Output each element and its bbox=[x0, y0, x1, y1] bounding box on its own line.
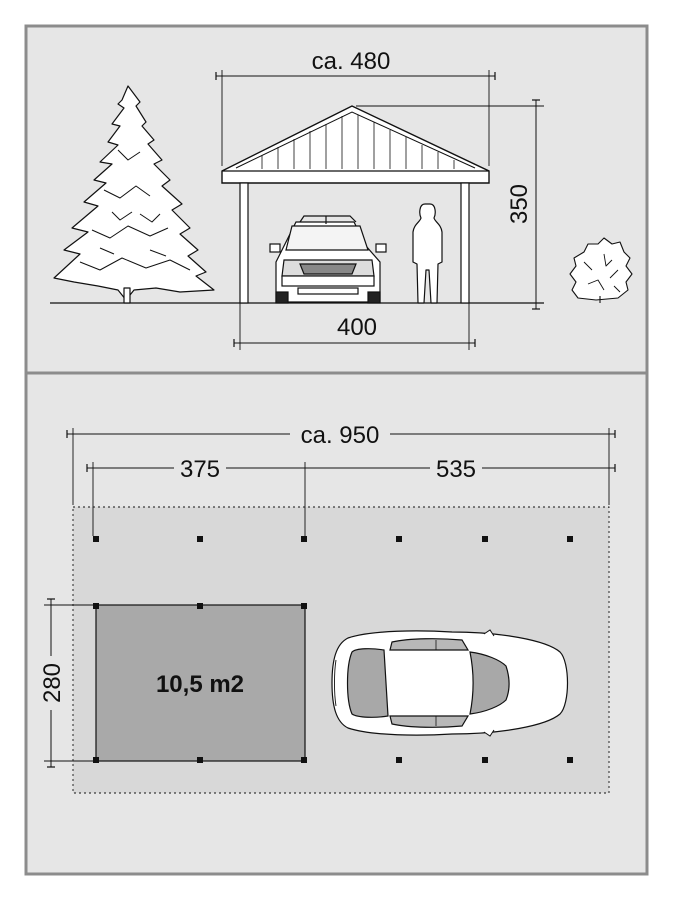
post-marker bbox=[197, 536, 203, 542]
bush-icon bbox=[569, 237, 633, 303]
car-top-view-icon bbox=[331, 629, 569, 737]
post-marker bbox=[93, 536, 99, 542]
dimension-total-length: ca. 950 bbox=[66, 421, 616, 505]
right-post bbox=[460, 182, 470, 304]
dimension-roof-width: ca. 480 bbox=[215, 46, 496, 166]
dimension-segment-lengths: 375 535 bbox=[86, 455, 616, 536]
dim-remaining-length-label: 535 bbox=[436, 456, 476, 483]
post-marker bbox=[93, 757, 99, 763]
post-marker bbox=[396, 536, 402, 542]
elevation-panel: ca. 480 350 400 bbox=[24, 24, 649, 375]
dim-post-span-label: 400 bbox=[337, 314, 377, 341]
post-markers bbox=[93, 536, 573, 763]
dim-width-label: 280 bbox=[39, 663, 66, 703]
dimension-post-span: 400 bbox=[233, 303, 476, 350]
post-marker bbox=[301, 757, 307, 763]
post-marker bbox=[93, 603, 99, 609]
post-marker bbox=[567, 757, 573, 763]
dimension-height: 350 bbox=[356, 99, 544, 310]
car-front-icon bbox=[269, 215, 387, 304]
dim-carport-length-label: 375 bbox=[180, 456, 220, 483]
post-marker bbox=[301, 603, 307, 609]
carport-elevation bbox=[221, 105, 490, 304]
dim-roof-width-label: ca. 480 bbox=[312, 48, 391, 75]
carport-footprint bbox=[95, 604, 306, 762]
post-marker bbox=[482, 757, 488, 763]
post-marker bbox=[567, 536, 573, 542]
plan-panel: 10,5 m2 bbox=[24, 371, 649, 876]
dim-total-length-label: ca. 950 bbox=[301, 422, 380, 449]
post-marker bbox=[396, 757, 402, 763]
area-label: 10,5 m2 bbox=[156, 671, 244, 698]
post-marker bbox=[482, 536, 488, 542]
post-marker bbox=[301, 536, 307, 542]
fir-tree-icon bbox=[53, 85, 215, 304]
post-marker bbox=[197, 603, 203, 609]
dimension-width: 280 bbox=[38, 598, 96, 768]
person-icon bbox=[412, 203, 443, 304]
post-marker bbox=[197, 757, 203, 763]
dim-height-label: 350 bbox=[506, 184, 533, 224]
left-post bbox=[239, 182, 249, 304]
